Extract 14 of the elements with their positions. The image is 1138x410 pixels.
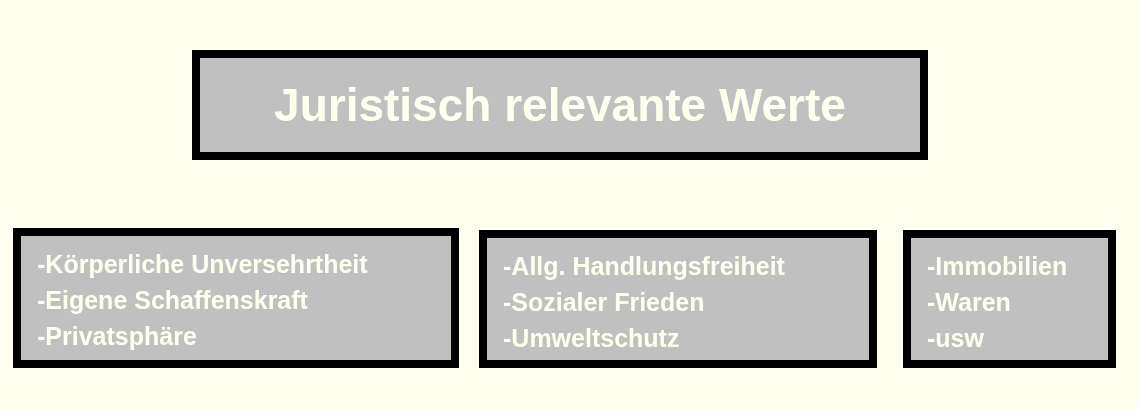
- list-item: -Umweltschutz: [503, 323, 681, 354]
- category-box: [479, 230, 877, 368]
- title-box: [192, 50, 928, 160]
- list-item: -Privatsphäre: [37, 321, 198, 352]
- list-item: -Eigene Schaffenskraft: [37, 285, 309, 316]
- list-item: -Immobilien: [927, 251, 1069, 282]
- list-item: -Waren: [927, 287, 1012, 318]
- list-item: -Allg. Handlungsfreiheit: [503, 251, 786, 282]
- list-item: -Körperliche Unversehrtheit: [37, 249, 369, 280]
- list-item: -usw: [927, 323, 985, 354]
- list-item: -Sozialer Frieden: [503, 287, 706, 318]
- category-box: [903, 230, 1116, 368]
- title-text: Juristisch relevante Werte: [274, 78, 846, 132]
- category-box: [13, 228, 459, 368]
